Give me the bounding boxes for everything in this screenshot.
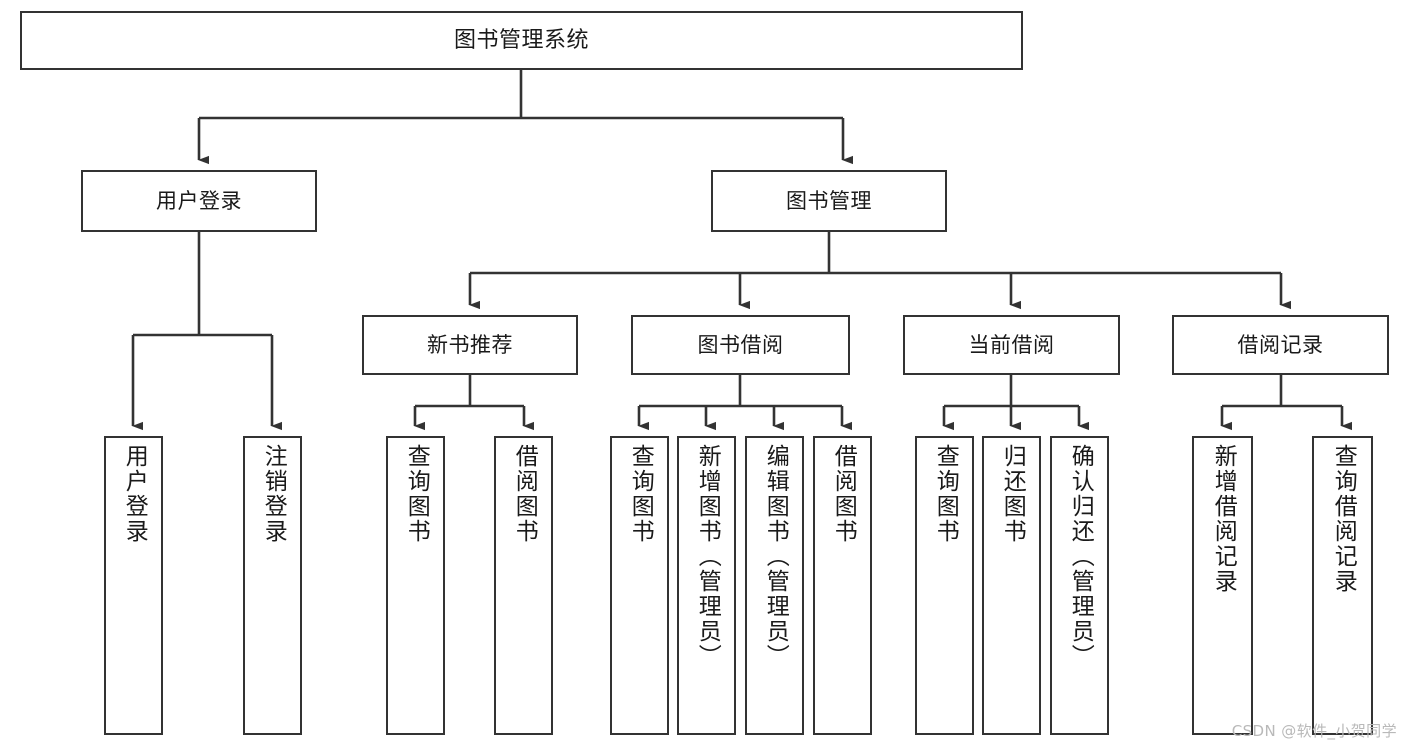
leaf-query-book[interactable]: 查询图书 [610,436,669,735]
leaf-borrow-book-recommend[interactable]: 借阅图书 [494,436,553,735]
node-new-book-recommend[interactable]: 新书推荐 [362,315,578,375]
node-label: 查询图书 [932,444,959,544]
node-label: 查询图书 [403,444,430,544]
node-label: 借阅记录 [1237,332,1324,357]
node-label: 用户登录 [121,444,148,544]
node-label: 查询借阅记录 [1330,444,1357,594]
leaf-user-login[interactable]: 用户登录 [104,436,163,735]
leaf-query-borrow-record[interactable]: 查询借阅记录 [1312,436,1373,735]
leaf-logout[interactable]: 注销登录 [243,436,302,735]
node-label: 注销登录 [260,444,287,544]
leaf-borrow-book[interactable]: 借阅图书 [813,436,872,735]
node-label: 当前借阅 [968,332,1055,357]
node-label: 确认归还（管理员） [1067,444,1094,669]
node-label: 用户登录 [156,188,242,213]
node-current-borrow[interactable]: 当前借阅 [903,315,1120,375]
node-label: 图书管理系统 [453,27,589,53]
leaf-return-book[interactable]: 归还图书 [982,436,1041,735]
node-label: 新增借阅记录 [1210,444,1237,594]
node-label: 新增图书（管理员） [694,444,721,669]
node-label: 借阅图书 [511,444,538,544]
leaf-query-book-current[interactable]: 查询图书 [915,436,974,735]
node-user-login[interactable]: 用户登录 [81,170,317,232]
node-book-management-system[interactable]: 图书管理系统 [20,11,1023,70]
node-label: 查询图书 [627,444,654,544]
node-book-management[interactable]: 图书管理 [711,170,947,232]
leaf-add-book-admin[interactable]: 新增图书（管理员） [677,436,736,735]
node-label: 编辑图书（管理员） [762,444,789,669]
leaf-edit-book-admin[interactable]: 编辑图书（管理员） [745,436,804,735]
node-borrow-record[interactable]: 借阅记录 [1172,315,1389,375]
node-label: 图书借阅 [697,332,784,357]
leaf-confirm-return-admin[interactable]: 确认归还（管理员） [1050,436,1109,735]
node-label: 新书推荐 [427,332,513,357]
node-label: 图书管理 [786,188,872,213]
node-book-borrow[interactable]: 图书借阅 [631,315,850,375]
node-label: 借阅图书 [830,444,857,544]
node-label: 归还图书 [999,444,1026,544]
leaf-query-book-recommend[interactable]: 查询图书 [386,436,445,735]
watermark: CSDN @软件_小贺同学 [1231,722,1397,740]
leaf-add-borrow-record[interactable]: 新增借阅记录 [1192,436,1253,735]
